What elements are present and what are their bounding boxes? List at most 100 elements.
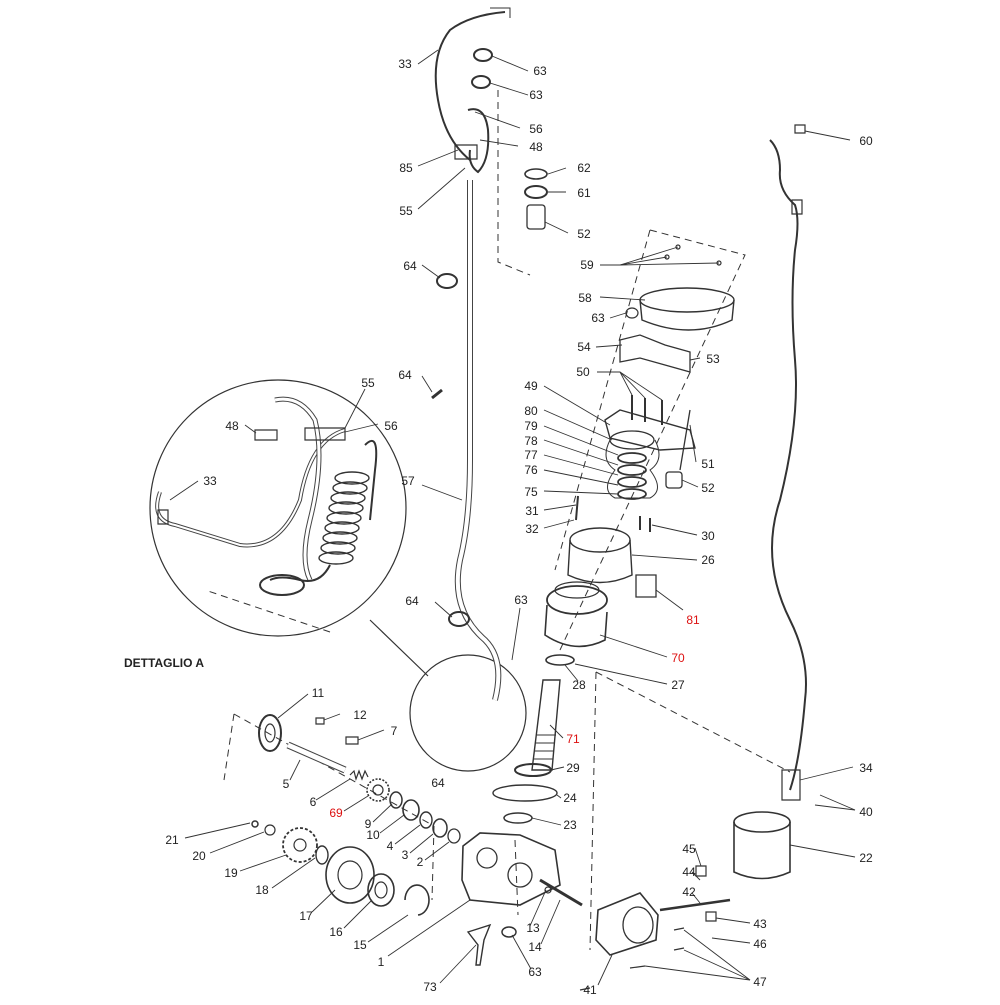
detail-connector-48	[255, 430, 277, 440]
filter-22	[734, 812, 790, 832]
part-81	[636, 575, 656, 597]
callout-75: 75	[524, 485, 538, 499]
callout-32: 32	[525, 522, 539, 536]
callout-22: 22	[859, 851, 873, 865]
bracket-40	[782, 770, 800, 800]
callout-41: 41	[583, 983, 597, 997]
callout-85: 85	[399, 161, 413, 175]
callout-79: 79	[524, 419, 538, 433]
callout-80: 80	[524, 404, 538, 418]
callout-64: 64	[403, 259, 417, 273]
callout-6: 6	[309, 795, 317, 809]
callout-14: 14	[528, 940, 542, 954]
callout-21: 21	[165, 833, 179, 847]
callout-63: 63	[514, 593, 528, 607]
callout-81: 81	[686, 613, 700, 627]
callout-78: 78	[524, 434, 538, 448]
callout-73: 73	[423, 980, 437, 994]
detail-connector-56	[305, 428, 345, 440]
callout-63: 63	[533, 64, 547, 78]
callout-62: 62	[577, 161, 591, 175]
detail-spring	[319, 472, 369, 564]
plate-49	[605, 410, 695, 450]
pump-41	[596, 893, 658, 955]
callout-16: 16	[329, 925, 343, 939]
callout-63: 63	[528, 965, 542, 979]
callout-26: 26	[701, 553, 715, 567]
callout-19: 19	[224, 866, 238, 880]
callout-46: 46	[753, 937, 767, 951]
motor-cover-26	[570, 528, 630, 552]
callout-50: 50	[576, 365, 590, 379]
callout-49: 49	[524, 379, 538, 393]
gearbox-body-1	[462, 833, 560, 905]
callout-1: 1	[377, 955, 385, 969]
callout-12: 12	[353, 708, 367, 722]
callout-55: 55	[399, 204, 413, 218]
callout-77: 77	[524, 448, 538, 462]
detail-link-line	[370, 620, 428, 676]
callout-64: 64	[398, 368, 412, 382]
callout-15: 15	[353, 938, 367, 952]
callout-2: 2	[416, 855, 424, 869]
callout-52: 52	[577, 227, 591, 241]
hose-57	[458, 180, 499, 700]
callout-51: 51	[701, 457, 715, 471]
callout-27: 27	[671, 678, 685, 692]
callout-44: 44	[682, 865, 696, 879]
callout-52: 52	[701, 481, 715, 495]
callout-3: 3	[401, 848, 409, 862]
callout-40: 40	[859, 805, 873, 819]
leader-lines	[170, 50, 855, 985]
callout-13: 13	[526, 921, 540, 935]
callout-7: 7	[390, 724, 398, 738]
gear-69	[367, 779, 389, 801]
connector-85	[455, 145, 477, 159]
callout-33: 33	[398, 57, 412, 71]
callout-48: 48	[529, 140, 543, 154]
callout-34: 34	[859, 761, 873, 775]
housing-17	[326, 847, 374, 903]
detail-a-source-circle	[410, 655, 526, 771]
callout-57: 57	[401, 474, 415, 488]
callout-29: 29	[566, 761, 580, 775]
detail-plug-33	[158, 510, 168, 524]
sensor-60	[795, 125, 805, 133]
detail-callout-56: 56	[384, 419, 398, 433]
callout-17: 17	[299, 909, 313, 923]
callout-45: 45	[682, 842, 696, 856]
rotor-71	[532, 680, 560, 770]
callout-11: 11	[311, 686, 325, 700]
stator-70	[547, 586, 607, 614]
callout-43: 43	[753, 917, 767, 931]
detail-a-caption: DETTAGLIO A	[124, 656, 204, 670]
callout-58: 58	[578, 291, 592, 305]
callout-20: 20	[192, 849, 206, 863]
callout-63: 63	[591, 311, 605, 325]
detail-callout-48: 48	[225, 419, 239, 433]
callout-59: 59	[580, 258, 594, 272]
callout-60: 60	[859, 134, 873, 148]
callout-24: 24	[563, 791, 577, 805]
callout-70: 70	[671, 651, 685, 665]
callout-10: 10	[366, 828, 380, 842]
callout-61: 61	[577, 186, 591, 200]
bearing-11	[259, 715, 281, 751]
diagram-lines	[150, 8, 806, 990]
callout-76: 76	[524, 463, 538, 477]
detail-a-circle	[150, 380, 406, 636]
gear-19	[283, 828, 317, 862]
callout-31: 31	[525, 504, 539, 518]
cap-58	[640, 288, 734, 312]
callout-69: 69	[329, 806, 343, 820]
callout-23: 23	[563, 818, 577, 832]
callout-5: 5	[282, 777, 290, 791]
callout-56: 56	[529, 122, 543, 136]
callout-30: 30	[701, 529, 715, 543]
detail-callout-33: 33	[203, 474, 217, 488]
callout-63: 63	[529, 88, 543, 102]
detail-clamp	[260, 575, 304, 595]
detail-callout-55: 55	[361, 376, 375, 390]
